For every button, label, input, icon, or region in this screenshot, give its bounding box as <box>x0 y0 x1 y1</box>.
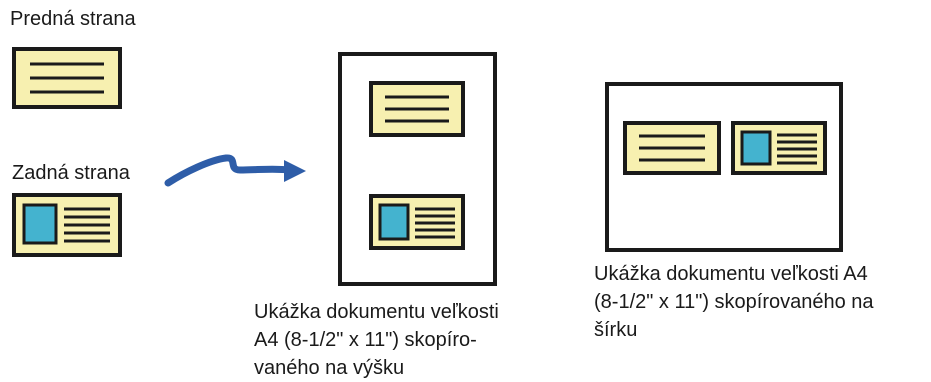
landscape-back-card <box>731 121 827 175</box>
landscape-front-card <box>623 121 721 175</box>
photo-icon <box>22 203 58 245</box>
landscape-page <box>605 82 843 252</box>
photo-icon <box>378 203 410 241</box>
back-side-label: Zadná strana <box>12 162 130 184</box>
portrait-page <box>338 52 497 286</box>
portrait-caption: Ukážka dokumentu veľkosti A4 (8-1/2" x 1… <box>254 301 499 379</box>
portrait-front-card <box>369 81 465 137</box>
landscape-caption: Ukážka dokumentu veľkosti A4 (8-1/2" x 1… <box>594 263 874 341</box>
back-card <box>12 193 122 257</box>
arrow-icon <box>164 154 306 187</box>
front-side-label: Predná strana <box>10 8 136 30</box>
front-card <box>12 47 122 109</box>
photo-icon <box>740 130 772 166</box>
portrait-back-card <box>369 194 465 250</box>
